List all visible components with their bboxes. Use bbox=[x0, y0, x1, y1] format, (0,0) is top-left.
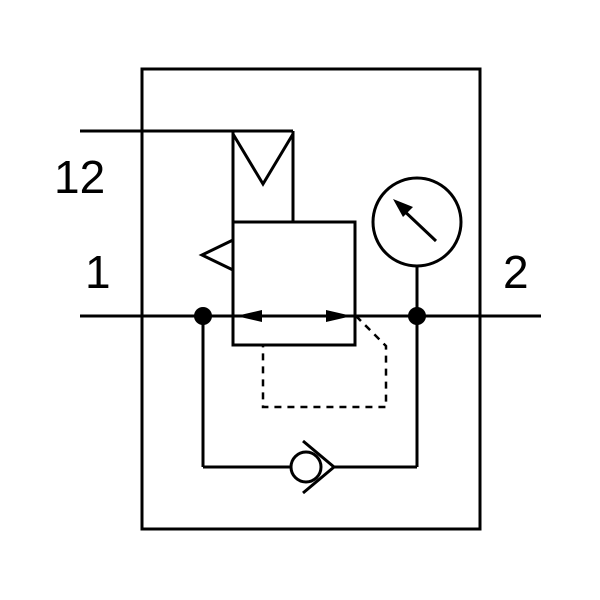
outlet-port-label: 2 bbox=[503, 246, 529, 298]
exhaust-triangle bbox=[198, 238, 234, 272]
pilot-port-label: 12 bbox=[54, 151, 105, 203]
flow-arrow bbox=[236, 310, 352, 322]
housing-frame bbox=[140, 67, 482, 531]
inlet-port-label: 1 bbox=[85, 246, 111, 298]
dashed-pilot-line bbox=[261, 315, 388, 409]
valve-body bbox=[231, 220, 357, 347]
pressure-gauge-icon bbox=[371, 176, 463, 316]
check-valve-icon bbox=[289, 439, 337, 495]
bypass-loop bbox=[201, 316, 419, 469]
pilot-actuator bbox=[231, 131, 295, 222]
